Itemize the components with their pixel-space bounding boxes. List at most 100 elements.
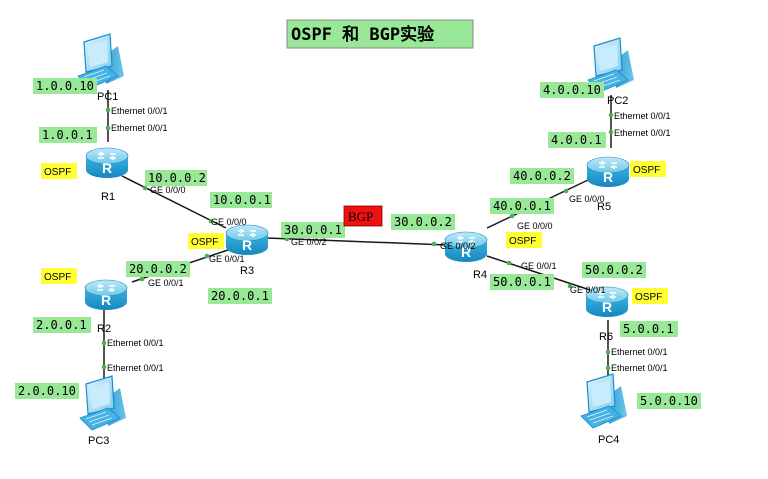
ospf-tag-r5: OSPF	[633, 165, 660, 176]
port-dot	[105, 107, 111, 113]
port-label-r3-ge002: GE 0/0/2	[291, 237, 327, 247]
port-dot	[105, 125, 111, 131]
ip-r5-ge: 40.0.0.2	[513, 169, 571, 183]
ospf-tag-r6: OSPF	[635, 292, 662, 303]
ip-bg	[540, 82, 604, 98]
ip-r2-eth: 2.0.0.1	[36, 318, 87, 332]
port-label-r6-ge001: GE 0/0/1	[570, 285, 606, 295]
port-label-pc1-eth: Ethernet 0/0/1	[111, 106, 168, 116]
device-labels: PC1 PC2 PC3 PC4 R1 R2 R3 R4 R5 R6	[88, 91, 628, 447]
router-icon	[85, 147, 129, 179]
port-label-r4-ge001: GE 0/0/1	[521, 261, 557, 271]
router-icon	[84, 279, 128, 311]
port-label-r3-ge000: GE 0/0/0	[211, 217, 247, 227]
ip-r3-ge2: 30.0.0.1	[284, 223, 342, 237]
port-dot	[204, 253, 210, 259]
ospf-tag-bg	[188, 233, 224, 249]
ip-r5-eth: 4.0.0.1	[551, 133, 602, 147]
ip-bg	[391, 214, 455, 230]
port-label-r1-ge000: GE 0/0/0	[150, 185, 186, 195]
port-dot	[142, 185, 148, 191]
router-r3[interactable]	[225, 224, 269, 256]
ip-bg	[548, 132, 606, 148]
pc4[interactable]	[580, 373, 628, 429]
port-label-r4-ge002: GE 0/0/2	[440, 241, 476, 251]
router-r1[interactable]	[85, 147, 129, 179]
label-pc1: PC1	[97, 91, 118, 103]
ip-r3-ge0: 10.0.0.1	[213, 193, 271, 207]
link-r4-r6	[486, 255, 591, 291]
ip-bg	[582, 262, 646, 278]
port-dot	[563, 188, 569, 194]
ospf-tag-bg	[41, 163, 77, 179]
ospf-tag-r1: OSPF	[44, 167, 71, 178]
label-pc3: PC3	[88, 435, 109, 447]
title-text: OSPF 和 BGP实验	[291, 24, 435, 45]
port-dot	[605, 349, 611, 355]
ip-bg	[126, 261, 190, 277]
ip-pc2: 4.0.0.10	[543, 83, 601, 97]
label-r5: R5	[597, 201, 611, 213]
ospf-tag-r3: OSPF	[191, 237, 218, 248]
link-r1-r3	[121, 175, 227, 229]
router-r5[interactable]	[586, 156, 630, 188]
ip-bg	[620, 321, 678, 337]
port-dot	[605, 365, 611, 371]
port-dot	[431, 241, 437, 247]
port-dot	[101, 340, 107, 346]
port-label-r5-ge000: GE 0/0/0	[569, 194, 605, 204]
ospf-tag-bg	[506, 232, 542, 248]
ip-bg	[510, 168, 574, 184]
pc3[interactable]	[79, 375, 127, 431]
ip-bg	[490, 198, 554, 214]
port-label-r2-ge001: GE 0/0/1	[148, 278, 184, 288]
ip-r1-ge: 10.0.0.2	[148, 171, 206, 185]
ip-bg	[490, 274, 554, 290]
port-label-r4-ge000: GE 0/0/0	[517, 221, 553, 231]
ospf-tag-r2: OSPF	[44, 272, 71, 283]
port-dot	[208, 218, 214, 224]
port-dot	[101, 364, 107, 370]
port-dot	[608, 112, 614, 118]
port-label-r5-eth: Ethernet 0/0/1	[614, 128, 671, 138]
ip-r2-ge: 20.0.0.2	[129, 262, 187, 276]
bgp-tag: BGP	[348, 209, 373, 224]
ip-r4-ge0: 40.0.0.1	[493, 199, 551, 213]
ip-r4-ge2: 30.0.0.2	[394, 215, 452, 229]
port-label-pc2-eth: Ethernet 0/0/1	[614, 111, 671, 121]
ip-pc1: 1.0.0.10	[36, 79, 94, 93]
ip-bg	[637, 393, 701, 409]
router-r2[interactable]	[84, 279, 128, 311]
ip-r6-eth: 5.0.0.1	[623, 322, 674, 336]
ospf-tag-bg	[630, 161, 666, 177]
ip-r4-ge1: 50.0.0.1	[493, 275, 551, 289]
port-label-r1-eth: Ethernet 0/0/1	[111, 123, 168, 133]
ospf-tag-r4: OSPF	[509, 236, 536, 247]
ip-bg	[39, 127, 97, 143]
ip-r3-ge1: 20.0.0.1	[211, 289, 269, 303]
port-label-r6-eth: Ethernet 0/0/1	[611, 347, 668, 357]
port-dot	[567, 283, 573, 289]
label-pc4: PC4	[598, 434, 619, 446]
ip-r6-ge: 50.0.0.2	[585, 263, 643, 277]
ospf-tag-bg	[41, 268, 77, 284]
label-r2: R2	[97, 323, 111, 335]
port-label-r2-eth: Ethernet 0/0/1	[107, 338, 164, 348]
ospf-tag-bg	[632, 288, 668, 304]
ip-bg	[210, 192, 272, 208]
router-icon	[586, 156, 630, 188]
ip-labels: 1.0.0.10 1.0.0.1 10.0.0.2 10.0.0.1 20.0.…	[15, 78, 701, 409]
port-label-r3-ge001: GE 0/0/1	[209, 254, 245, 264]
port-dots	[101, 107, 614, 371]
pc-icon	[79, 375, 127, 431]
ip-pc3: 2.0.0.10	[18, 384, 76, 398]
label-r1: R1	[101, 191, 115, 203]
ip-pc4: 5.0.0.10	[640, 394, 698, 408]
label-r3: R3	[240, 265, 254, 277]
diagram-title: OSPF 和 BGP实验	[286, 19, 474, 49]
ip-bg	[208, 288, 272, 304]
port-dot	[509, 213, 515, 219]
port-dot	[608, 129, 614, 135]
